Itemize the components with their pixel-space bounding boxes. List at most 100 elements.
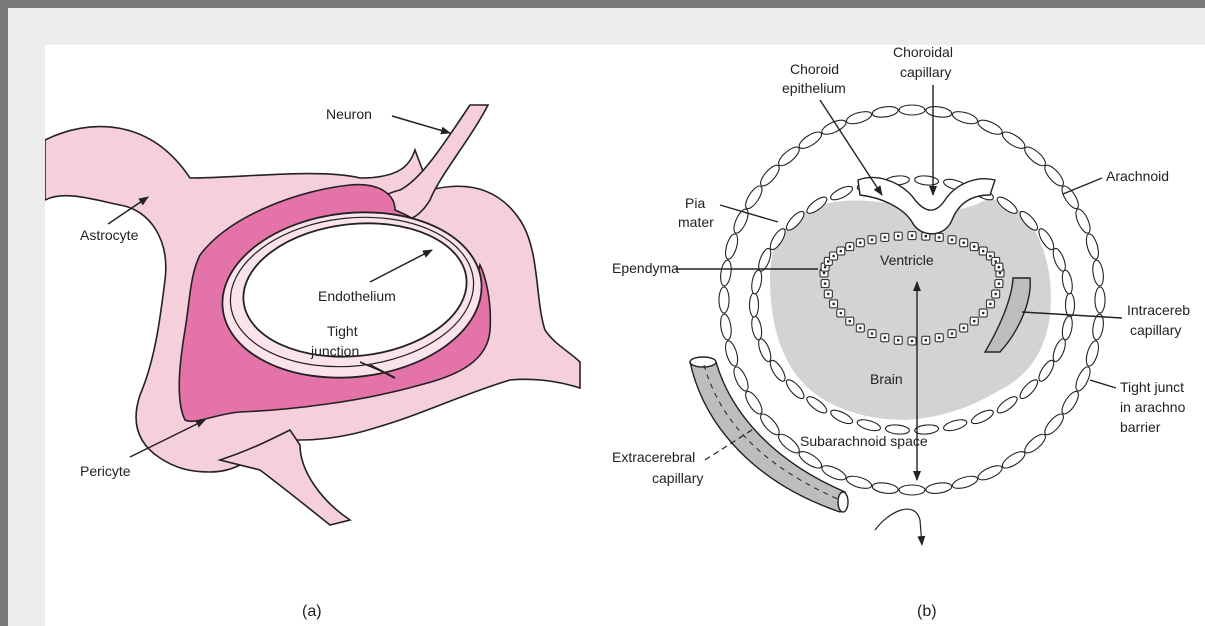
pia-mater-cell: [995, 394, 1020, 416]
pia-mater-cell: [1017, 377, 1040, 401]
ependyma-cell-nucleus: [951, 332, 954, 335]
ependyma-cell-nucleus: [832, 255, 835, 258]
ependyma-cell-nucleus: [859, 327, 862, 330]
panel-b-diagram: Choroid epithelium Choroidal capillary A…: [612, 45, 1190, 620]
arachnoid-cell: [776, 431, 802, 456]
extracerebral-capillary-end: [690, 357, 716, 367]
arachnoid-cell: [719, 259, 733, 286]
arachnoid-cell: [758, 163, 783, 189]
arachnoid-cell: [1084, 340, 1101, 368]
arachnoid-cell: [976, 117, 1004, 137]
label-endothelium: Endothelium: [318, 288, 396, 304]
label-choroidal-capillary-2: capillary: [900, 64, 951, 80]
ependyma-cell-nucleus: [951, 238, 954, 241]
ependyma-cell-nucleus: [823, 272, 826, 275]
pia-mater-cell: [768, 358, 788, 383]
label-astrocyte: Astrocyte: [80, 227, 139, 243]
arachnoid-cell: [776, 144, 802, 169]
ependyma-cell-nucleus: [911, 234, 914, 237]
arachnoid-cell: [1022, 431, 1048, 456]
label-pia-2: mater: [678, 214, 714, 230]
arachnoid-cell: [1042, 411, 1067, 437]
ependyma-cell-nucleus: [840, 312, 843, 315]
ependyma-cell-nucleus: [884, 236, 887, 239]
arachnoid-cell: [797, 129, 824, 151]
label-extracerebral-1: Extracerebral: [612, 449, 695, 465]
pia-mater-cell: [856, 418, 882, 433]
ependyma-cell-nucleus: [897, 339, 900, 342]
label-arachnoid: Arachnoid: [1106, 168, 1169, 184]
panel-b-label: (b): [917, 603, 937, 620]
ependyma-cell-nucleus: [962, 241, 965, 244]
arachnoid-cell: [845, 109, 873, 126]
ependyma-cell-nucleus: [849, 320, 852, 323]
arachnoid-cell: [899, 485, 925, 495]
ependyma-cell-nucleus: [973, 245, 976, 248]
arachnoid-cell: [1022, 144, 1048, 169]
ependyma-cell-nucleus: [840, 250, 843, 253]
ependyma-cell-nucleus: [999, 272, 1002, 275]
arrow-arachnoid: [1063, 178, 1102, 194]
pia-mater-cell: [756, 337, 773, 363]
panel-a-label: (a): [302, 603, 322, 620]
label-ependyma: Ependyma: [612, 260, 679, 276]
ependyma-cell-nucleus: [849, 245, 852, 248]
label-neuron: Neuron: [326, 106, 372, 122]
pia-mater-cell: [942, 418, 968, 433]
arachnoid-cell: [1059, 389, 1081, 416]
label-ventricle: Ventricle: [880, 252, 934, 268]
arachnoid-cell: [845, 474, 873, 491]
arachnoid-cell: [872, 105, 899, 119]
label-tight-junction-3: barrier: [1120, 419, 1161, 435]
arachnoid-cell: [723, 340, 740, 368]
extracerebral-capillary-end-2: [838, 492, 848, 512]
pia-mater-cell: [750, 269, 763, 294]
arachnoid-cell: [1000, 129, 1027, 151]
window-frame-left: [0, 0, 8, 626]
pia-mater-cell: [750, 293, 759, 317]
ependyma-cell-nucleus: [871, 332, 874, 335]
arachnoid-cell: [731, 365, 751, 393]
arachnoid-cell: [899, 105, 925, 115]
label-extracerebral-2: capillary: [652, 470, 703, 486]
ependyma-cell-nucleus: [884, 336, 887, 339]
ependyma-cell-nucleus: [827, 293, 830, 296]
figure-svg: Neuron Astrocyte Endothelium Tight junct…: [45, 45, 1205, 626]
ependyma-cell-nucleus: [824, 266, 827, 269]
arachnoid-cell: [1091, 259, 1105, 286]
arachnoid-cell: [719, 287, 729, 313]
ependyma-cell-nucleus: [973, 320, 976, 323]
label-choroidal-capillary-1: Choroidal: [893, 45, 953, 60]
ependyma-cell-nucleus: [938, 236, 941, 239]
figure-canvas: Neuron Astrocyte Endothelium Tight junct…: [45, 45, 1205, 626]
ependyma-cell-nucleus: [824, 282, 827, 285]
ependyma-cell-nucleus: [994, 293, 997, 296]
ependyma-cell-nucleus: [827, 260, 830, 263]
arachnoid-cell: [723, 233, 740, 261]
ependyma-cell-nucleus: [994, 260, 997, 263]
ependyma-cell-nucleus: [998, 266, 1001, 269]
ependyma-cell-nucleus: [859, 241, 862, 244]
label-tight-junction-1: Tight junct: [1120, 379, 1184, 395]
ependyma-cell-nucleus: [982, 250, 985, 253]
ependyma-cell-nucleus: [911, 340, 914, 343]
ependyma-cell-nucleus: [982, 312, 985, 315]
label-choroid-epithelium-1: Choroid: [790, 61, 839, 77]
arachnoid-cell: [925, 481, 952, 495]
arachnoid-cell: [758, 411, 783, 437]
label-tight-2: junction: [310, 343, 359, 359]
arrow-tight-junction-b: [1090, 380, 1116, 388]
arachnoid-cell: [1073, 207, 1093, 235]
pia-mater-cell: [1036, 358, 1056, 383]
label-intracerebral-2: capillary: [1130, 322, 1181, 338]
pia-mater-cell: [1061, 315, 1074, 340]
label-pia-1: Pia: [685, 195, 705, 211]
arachnoid-cell: [743, 389, 765, 416]
arachnoid-cell: [951, 109, 979, 126]
ependyma-cell-nucleus: [871, 238, 874, 241]
ependyma-cell-nucleus: [832, 303, 835, 306]
ependyma-cell-nucleus: [998, 282, 1001, 285]
pia-mater-cell: [1051, 337, 1068, 363]
arachnoid-cell: [1084, 233, 1101, 261]
ependyma-cell-nucleus: [962, 327, 965, 330]
